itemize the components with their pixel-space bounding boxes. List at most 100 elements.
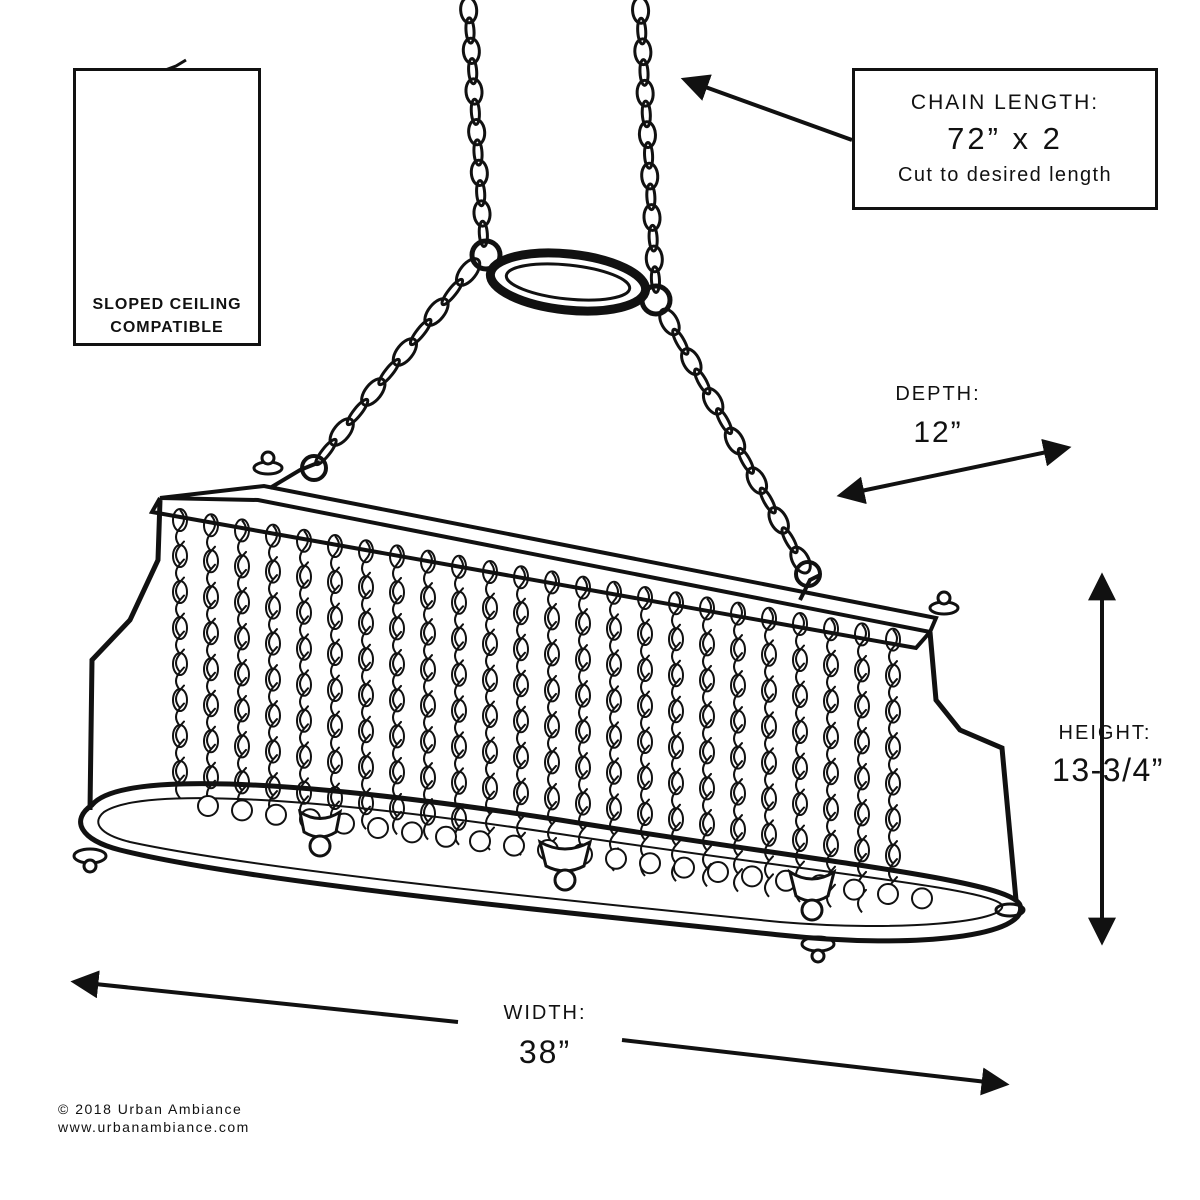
crystal-bead bbox=[265, 739, 281, 764]
crystal-bead bbox=[668, 663, 684, 688]
chain-link bbox=[469, 97, 481, 126]
crystal-bead bbox=[637, 730, 653, 754]
crystal-bead bbox=[389, 616, 405, 641]
chain-link bbox=[758, 486, 777, 515]
chain-link bbox=[640, 99, 652, 129]
chain-link bbox=[767, 505, 790, 535]
crystal-bead bbox=[358, 539, 374, 564]
crystal-bead bbox=[823, 797, 839, 822]
chain-link bbox=[643, 141, 655, 170]
crystal-strands bbox=[172, 508, 901, 914]
chain-link bbox=[464, 16, 476, 45]
chain-link bbox=[472, 138, 484, 167]
crystal-bead bbox=[854, 766, 870, 791]
website-url: www.urbanambiance.com bbox=[58, 1119, 250, 1135]
chain-link bbox=[464, 77, 484, 106]
crystal-bead bbox=[451, 734, 467, 759]
chain-link bbox=[640, 161, 660, 191]
crystal-bead bbox=[265, 775, 281, 800]
chain-link bbox=[638, 58, 650, 87]
crystal-bead bbox=[420, 621, 436, 646]
sloped-ceiling-label: SLOPED CEILING COMPATIBLE bbox=[92, 296, 242, 336]
crystal-ball bbox=[605, 847, 627, 870]
crystal-bead bbox=[513, 601, 529, 626]
chain-link bbox=[440, 277, 465, 307]
crystal-bead bbox=[451, 662, 467, 687]
crystal-bead bbox=[389, 760, 405, 785]
crystal-bead bbox=[265, 703, 281, 728]
crystal-bead bbox=[823, 617, 839, 642]
crystal-bead bbox=[544, 678, 560, 703]
crystal-bead bbox=[885, 699, 901, 724]
crystal-bead bbox=[203, 549, 219, 574]
chain-link bbox=[637, 120, 657, 149]
crystal-bead bbox=[203, 693, 219, 718]
crystal-bead bbox=[637, 694, 653, 718]
crystal-ball bbox=[503, 834, 525, 857]
crystal-bead bbox=[420, 585, 436, 610]
crystal-bead bbox=[699, 704, 715, 729]
crystal-bead bbox=[513, 637, 529, 662]
crystal-bead bbox=[482, 596, 498, 620]
chain-link bbox=[723, 426, 747, 456]
crystal-bead bbox=[203, 621, 219, 646]
width-arrow-right bbox=[621, 1038, 1010, 1096]
crystal-bead bbox=[265, 559, 281, 584]
chain-right-diagonal bbox=[658, 307, 812, 575]
crystal-bead bbox=[792, 756, 808, 780]
crystal-bead bbox=[761, 678, 777, 703]
crystal-ball bbox=[231, 799, 253, 822]
crystal-bead bbox=[854, 802, 870, 827]
crystal-bead bbox=[203, 585, 219, 610]
crystal-bead bbox=[172, 508, 188, 532]
crystal-bead bbox=[792, 828, 808, 852]
crystal-bead bbox=[296, 636, 312, 661]
chain-link bbox=[391, 337, 419, 367]
crystal-bead bbox=[730, 781, 746, 806]
crystal-bead bbox=[699, 740, 715, 765]
chain-link bbox=[635, 78, 655, 108]
crystal-bead bbox=[234, 590, 250, 615]
crystal-bead bbox=[730, 745, 746, 770]
chain-link bbox=[633, 37, 653, 67]
crystal-bead bbox=[296, 528, 312, 553]
crystal-bead bbox=[172, 580, 188, 604]
crystal-bead bbox=[234, 698, 250, 723]
crystal-bead bbox=[358, 719, 374, 744]
crystal-bead bbox=[544, 750, 560, 775]
crystal-bead bbox=[885, 807, 901, 832]
canopy-oval-ring bbox=[469, 238, 673, 317]
crystal-bead bbox=[761, 606, 777, 631]
chain-left-diagonal bbox=[314, 257, 482, 467]
crystal-strand bbox=[888, 628, 898, 901]
crystal-bead bbox=[451, 770, 467, 795]
crystal-bead bbox=[327, 714, 343, 738]
dimension-arrows bbox=[70, 74, 1116, 1096]
chain-length-title: CHAIN LENGTH: bbox=[910, 91, 1100, 114]
crystal-bead bbox=[792, 792, 808, 816]
crystal-bead bbox=[296, 564, 312, 589]
crystal-bead bbox=[575, 575, 591, 600]
chain-link bbox=[345, 397, 370, 427]
crystal-bead bbox=[792, 684, 808, 708]
height-value: 13-3/4” bbox=[1052, 752, 1164, 788]
depth-value: 12” bbox=[913, 416, 963, 449]
crystal-bead bbox=[234, 734, 250, 759]
chain-link bbox=[714, 407, 734, 436]
crystal-bead bbox=[606, 580, 622, 605]
crystal-bead bbox=[234, 770, 250, 795]
crystal-bead bbox=[513, 709, 529, 734]
bottom-oval-frame bbox=[78, 781, 1024, 944]
chain-link bbox=[649, 265, 661, 294]
crystal-bead bbox=[606, 688, 622, 713]
crystal-ball bbox=[741, 865, 763, 888]
crystal-bead bbox=[451, 806, 467, 831]
crystal-bead bbox=[606, 616, 622, 641]
chain-link bbox=[423, 297, 450, 327]
crystal-bead bbox=[234, 518, 250, 543]
crystal-bead bbox=[172, 724, 188, 748]
crystal-bead bbox=[327, 606, 343, 630]
crystal-bead bbox=[823, 833, 839, 858]
crystal-bead bbox=[823, 761, 839, 786]
crystal-bead bbox=[575, 791, 591, 816]
